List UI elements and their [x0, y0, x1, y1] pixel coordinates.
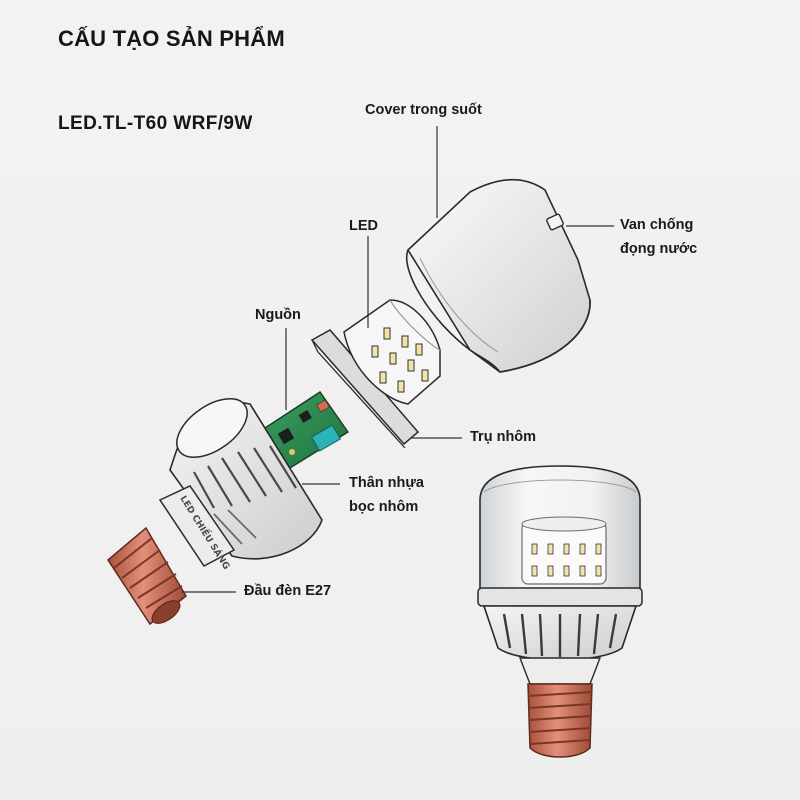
- label-valve-line2: đọng nước: [620, 241, 698, 257]
- leader-lines: [182, 126, 614, 593]
- label-driver: Nguồn: [255, 307, 301, 323]
- plastic-body: LED CHIẾU SÁNG: [158, 398, 323, 572]
- label-heatsink: Trụ nhôm: [470, 429, 537, 445]
- label-body-line2: bọc nhôm: [349, 499, 419, 515]
- page-title: CẤU TẠO SẢN PHẨM: [58, 26, 285, 51]
- label-valve-line1: Van chống: [620, 217, 694, 233]
- assembled-led-chips: [531, 543, 602, 577]
- led-chips: [371, 327, 429, 393]
- transparent-cover: [405, 178, 591, 373]
- label-base: Đầu đèn E27: [244, 583, 332, 599]
- model-name: LED.TL-T60 WRF/9W: [58, 113, 253, 134]
- assembled-bulb: [477, 465, 643, 758]
- label-cover: Cover trong suốt: [365, 102, 482, 118]
- label-led: LED: [349, 218, 378, 234]
- label-body-line1: Thân nhựa: [349, 475, 424, 491]
- anti-condensation-valve: [546, 213, 564, 231]
- e27-copper-base: [107, 526, 187, 626]
